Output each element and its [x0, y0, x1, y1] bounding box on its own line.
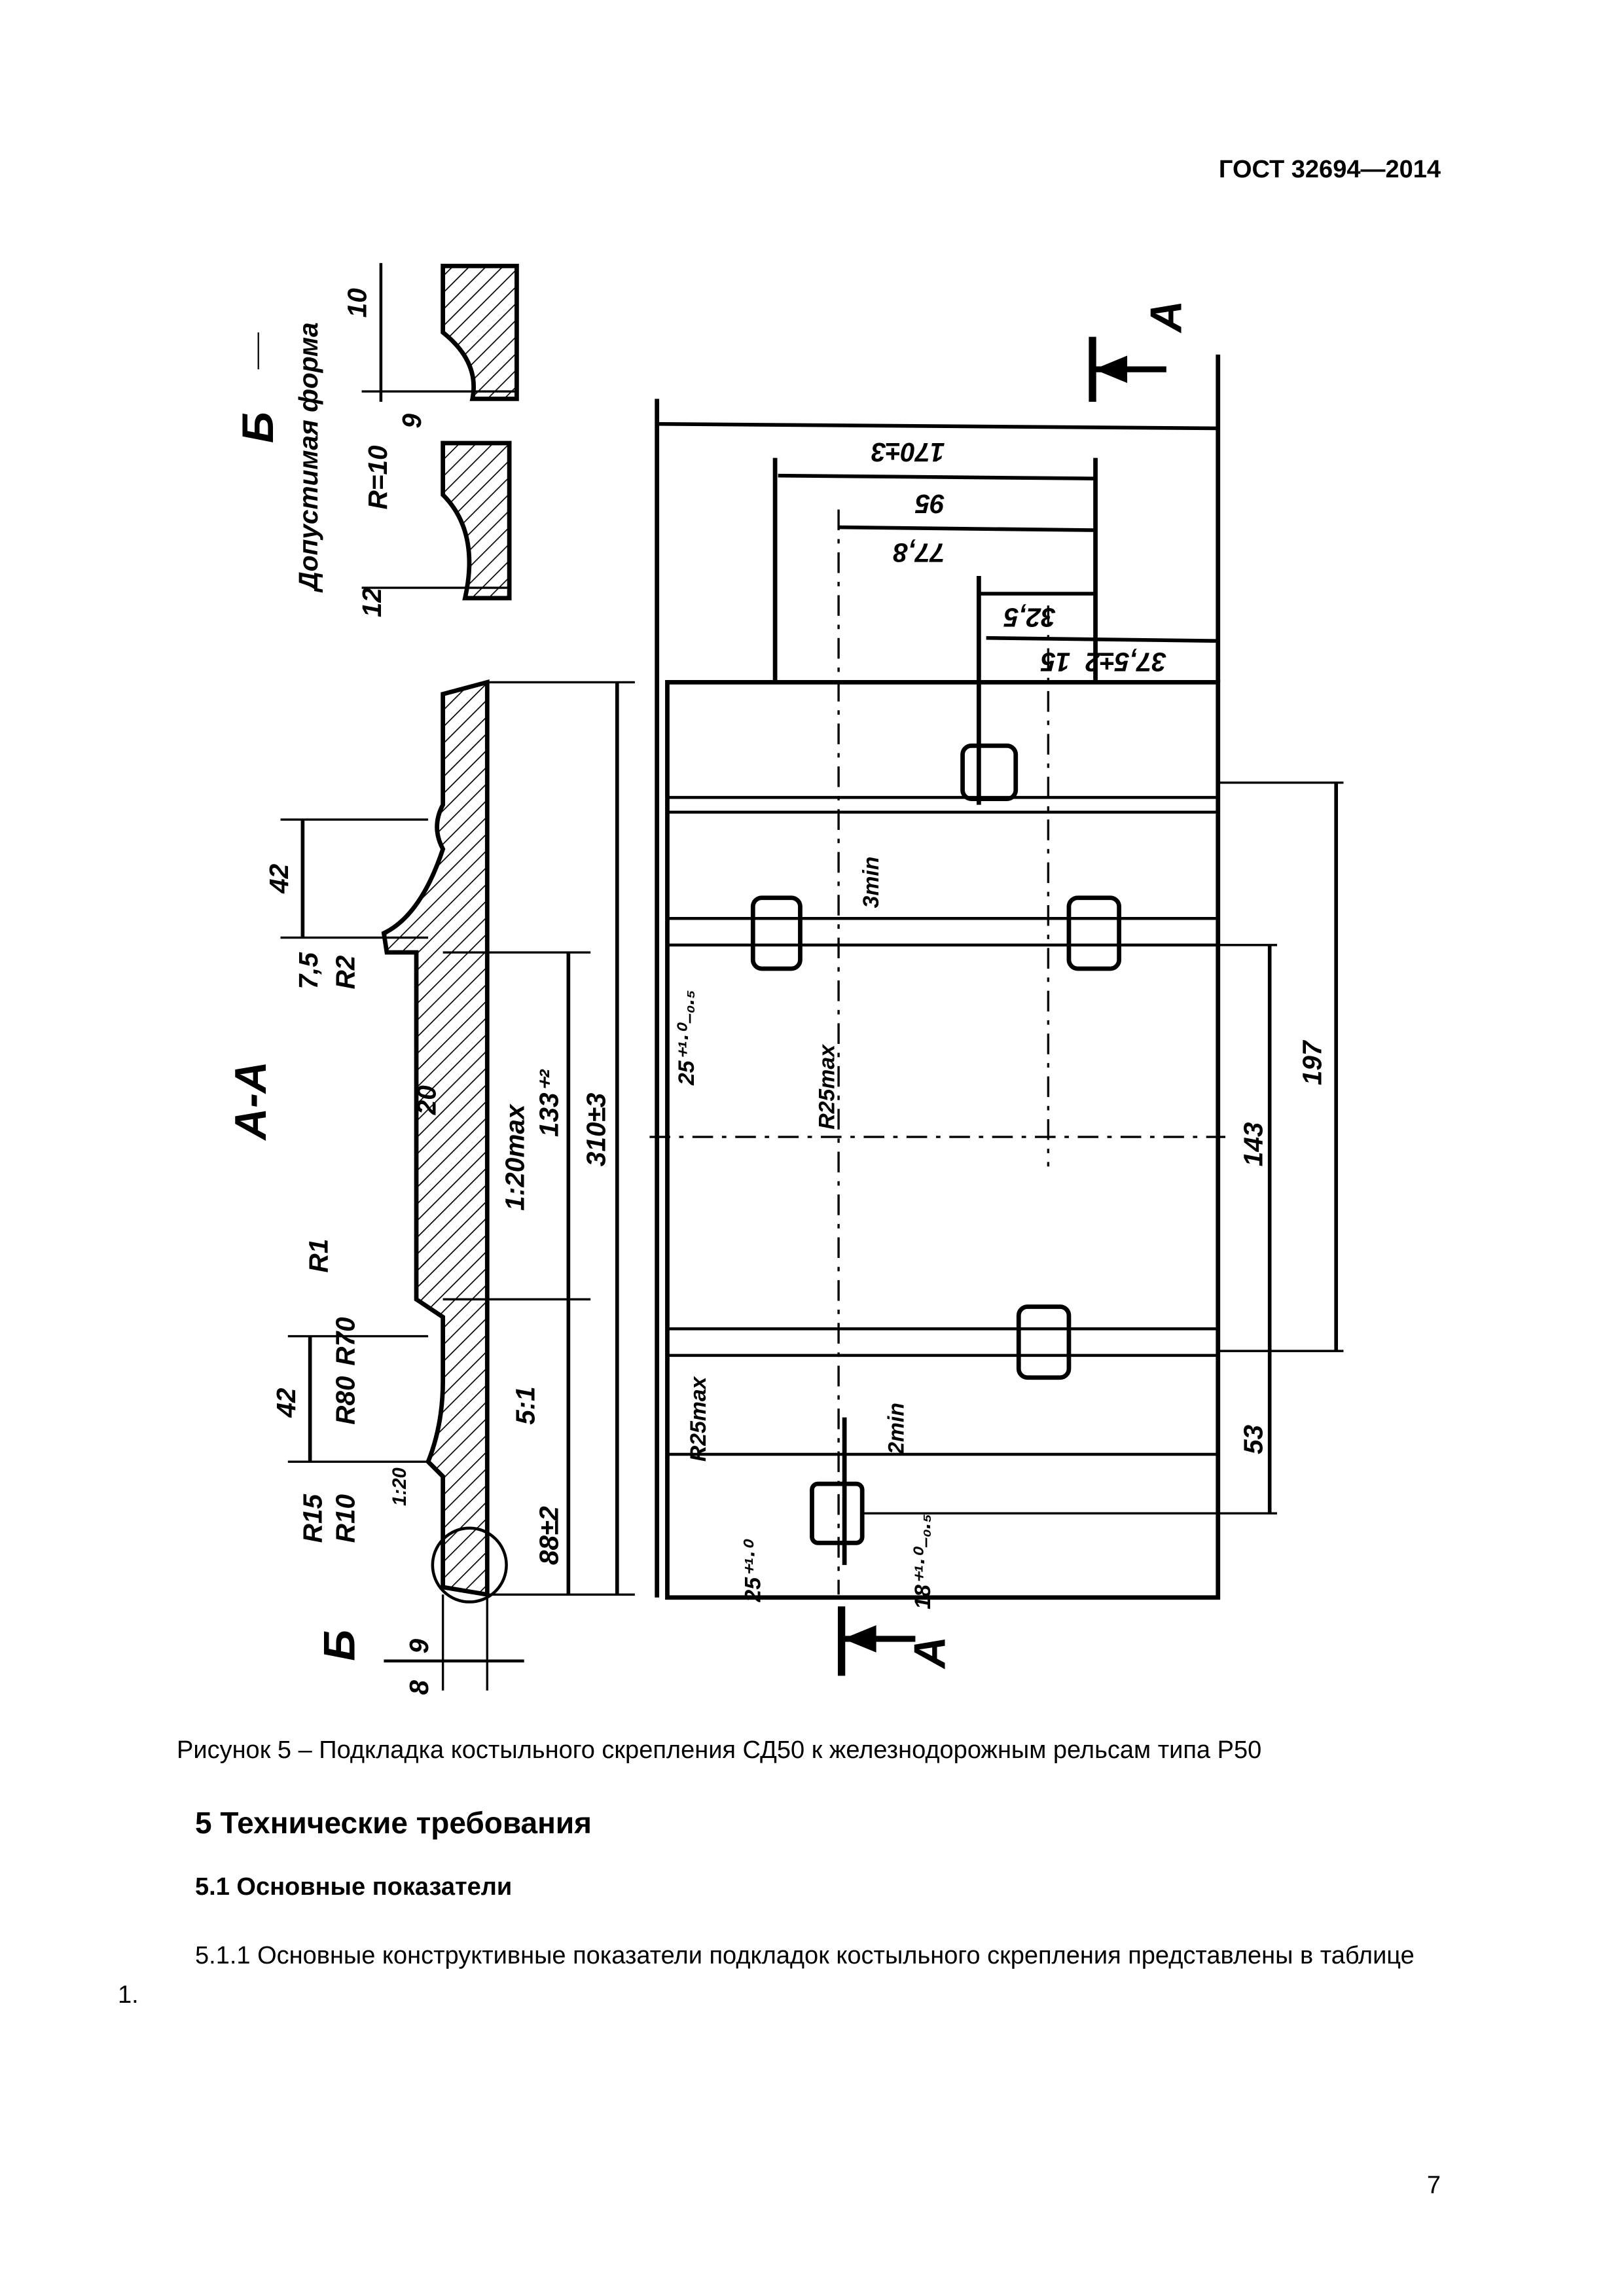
section-aa-view: [257, 332, 635, 1691]
subsection-heading: 5.1 Основные показатели: [195, 1873, 513, 1901]
svg-text:3min: 3min: [859, 857, 884, 908]
svg-text:170±3: 170±3: [871, 437, 945, 467]
svg-text:310±3: 310±3: [581, 1092, 611, 1166]
svg-text:R10: R10: [330, 1494, 360, 1543]
svg-text:R80: R80: [330, 1376, 360, 1425]
svg-text:37,5±2: 37,5±2: [1085, 647, 1166, 677]
svg-text:95: 95: [914, 489, 945, 519]
svg-text:2min: 2min: [884, 1403, 909, 1455]
spike-hole: [1016, 1304, 1072, 1380]
svg-text:8: 8: [404, 1680, 434, 1695]
svg-text:42: 42: [264, 863, 294, 894]
svg-text:42: 42: [271, 1388, 301, 1418]
plan-view: [649, 336, 1344, 1676]
page-number: 7: [1426, 2172, 1441, 2199]
section-heading: 5 Технические требования: [195, 1806, 592, 1840]
svg-text:25⁺¹·⁰: 25⁺¹·⁰: [741, 1539, 766, 1603]
svg-text:Допустимая форма: Допустимая форма: [293, 322, 323, 592]
spike-hole: [810, 1481, 865, 1545]
svg-text:12: 12: [357, 588, 387, 618]
svg-text:5:1: 5:1: [510, 1386, 540, 1425]
svg-text:25⁺¹·⁰₋₀.₅: 25⁺¹·⁰₋₀.₅: [674, 990, 699, 1086]
spike-hole: [1066, 895, 1122, 971]
svg-text:1:20: 1:20: [389, 1467, 410, 1506]
svg-text:7,5: 7,5: [293, 952, 323, 990]
svg-text:А-А: А-А: [226, 1061, 276, 1141]
svg-text:20: 20: [411, 1085, 441, 1116]
svg-text:77,8: 77,8: [893, 537, 945, 567]
svg-text:197: 197: [1297, 1039, 1327, 1085]
svg-text:R2: R2: [330, 955, 360, 989]
svg-text:Б: Б: [234, 412, 283, 443]
svg-text:9: 9: [397, 413, 427, 428]
svg-text:9: 9: [404, 1638, 434, 1653]
svg-text:Б: Б: [315, 1630, 364, 1661]
svg-text:143: 143: [1238, 1122, 1268, 1166]
drawing-labels: Б Допустимая форма R=10 10 9 12 А-А 42 7…: [226, 288, 1327, 1695]
svg-text:R15: R15: [298, 1493, 328, 1543]
spike-hole: [750, 895, 803, 971]
svg-text:1:20max: 1:20max: [500, 1103, 530, 1211]
svg-text:R70: R70: [330, 1317, 360, 1366]
svg-text:R25max: R25max: [814, 1044, 839, 1130]
svg-text:10: 10: [342, 288, 372, 318]
svg-text:R25max: R25max: [686, 1376, 711, 1462]
svg-text:А: А: [1142, 300, 1191, 334]
svg-text:53: 53: [1238, 1424, 1268, 1454]
svg-text:R1: R1: [304, 1239, 334, 1273]
svg-text:А: А: [905, 1636, 954, 1670]
svg-text:32,5: 32,5: [1003, 603, 1055, 633]
spike-hole: [960, 744, 1019, 801]
svg-text:R=10: R=10: [363, 445, 393, 510]
document-header: ГОСТ 32694—2014: [1218, 156, 1441, 183]
dim-170: [657, 422, 1218, 431]
figure-caption: Рисунок 5 – Подкладка костыльного скрепл…: [177, 1736, 1262, 1764]
body-paragraph: 5.1.1 Основные конструктивные показатели…: [118, 1942, 1415, 2009]
svg-text:18⁺¹·⁰₋₀.₅: 18⁺¹·⁰₋₀.₅: [911, 1514, 935, 1609]
svg-text:88±2: 88±2: [534, 1506, 564, 1565]
svg-text:15: 15: [1040, 647, 1071, 677]
svg-text:133⁺²: 133⁺²: [534, 1069, 564, 1137]
plate-outline: [665, 680, 1221, 1600]
detail-b-view: [361, 262, 519, 601]
